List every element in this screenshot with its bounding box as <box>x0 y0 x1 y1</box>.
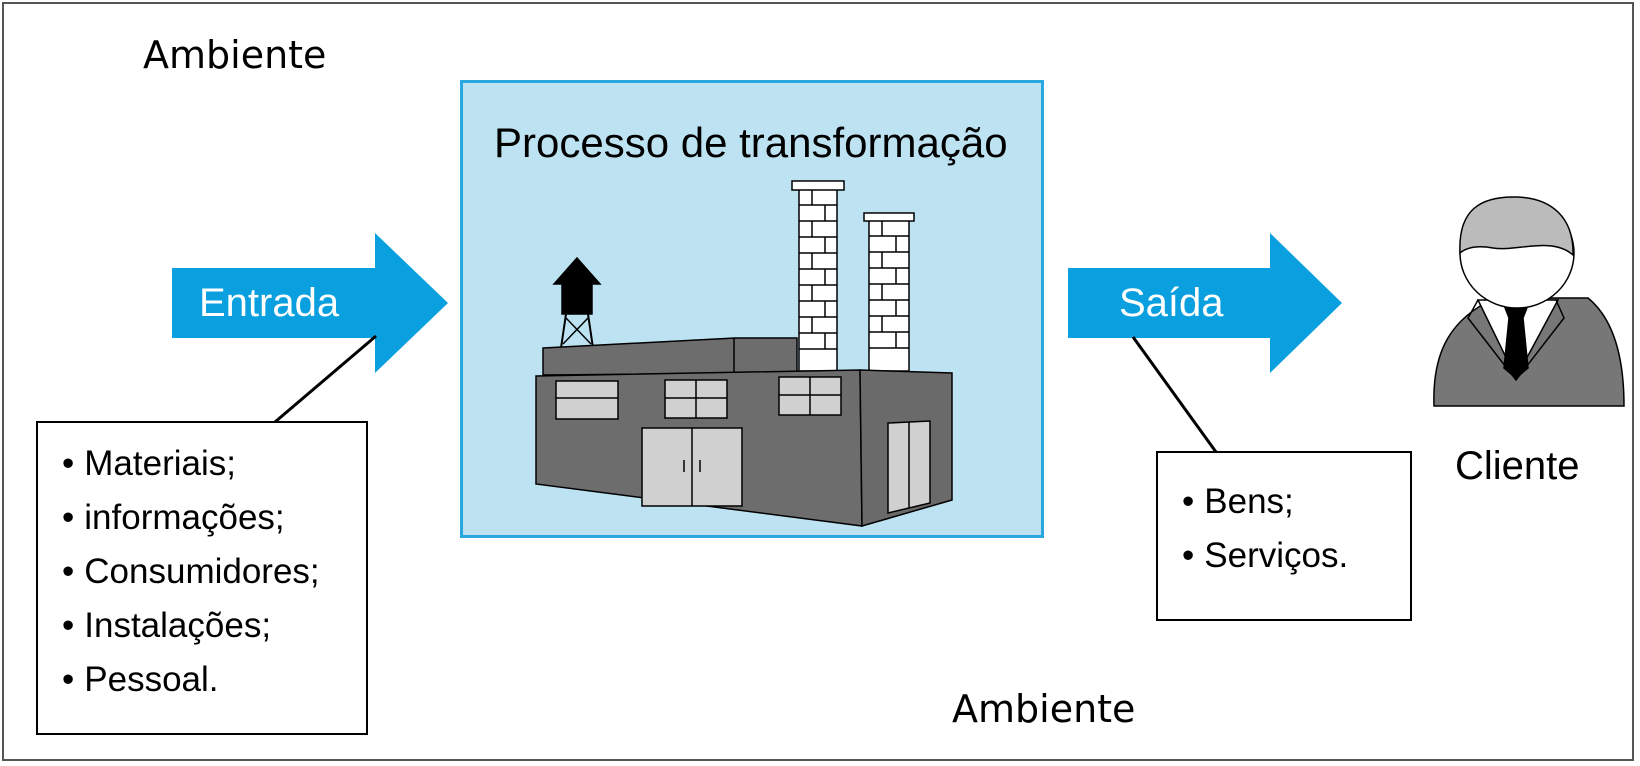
environment-label-bottom: Ambiente <box>952 687 1136 731</box>
list-item: Pessoal. <box>62 653 320 707</box>
factory-icon <box>535 180 953 527</box>
list-item: Instalações; <box>62 599 320 653</box>
list-item: Serviços. <box>1182 529 1348 583</box>
output-connector-line <box>1131 336 1218 453</box>
chimney-large <box>798 188 838 372</box>
input-arrow <box>172 233 448 373</box>
outputs-list: Bens; Serviços. <box>1182 475 1348 583</box>
list-item: Consumidores; <box>62 545 319 599</box>
list-item: Bens; <box>1182 475 1348 529</box>
input-connector-line <box>274 334 377 424</box>
list-item: Materiais; <box>62 437 320 491</box>
inputs-box: Materiais; informações; Consumidores; In… <box>36 421 368 735</box>
process-title: Processo de transformação <box>494 119 1008 166</box>
input-arrow-label: Entrada <box>199 281 340 325</box>
person-icon <box>1433 196 1625 407</box>
list-item: informações; <box>62 491 320 545</box>
outputs-box: Bens; Serviços. <box>1156 451 1412 621</box>
output-arrow-label: Saída <box>1119 281 1224 325</box>
client-label: Cliente <box>1455 444 1580 488</box>
output-arrow <box>1068 233 1342 373</box>
environment-label-top: Ambiente <box>143 33 327 77</box>
water-tower <box>552 256 602 349</box>
inputs-list: Materiais; informações; Consumidores; In… <box>62 437 320 707</box>
